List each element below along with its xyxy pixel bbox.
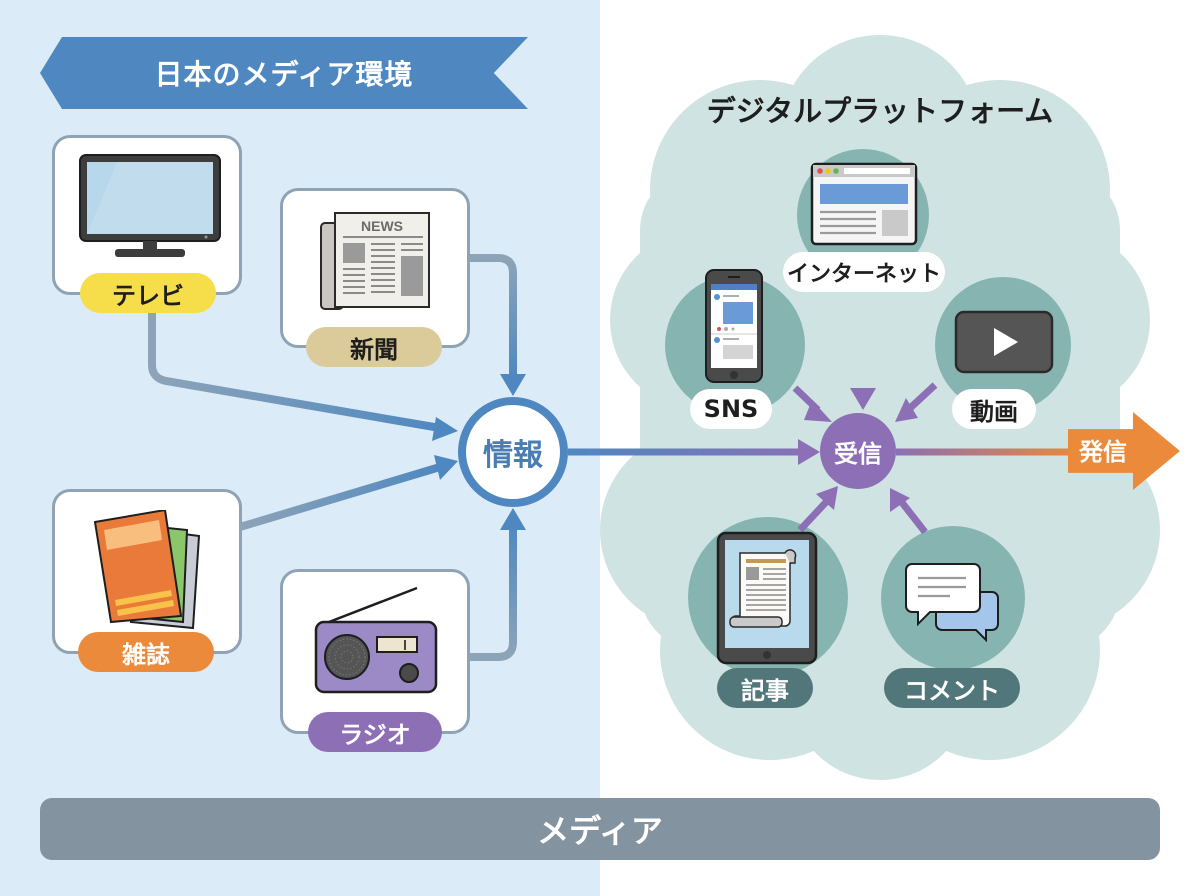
arrowhead-internet: [850, 388, 876, 410]
media-card-newspaper: NEWS: [280, 188, 470, 348]
send-label: 発信: [1079, 438, 1127, 466]
tablet-article-icon: [716, 531, 818, 665]
digital-platform-title: デジタルプラットフォーム: [706, 94, 1054, 128]
arrowhead-video: [895, 398, 918, 422]
footer-media-label: メディア: [537, 812, 663, 850]
browser-window-icon: [810, 162, 918, 246]
arrowhead-article: [816, 486, 838, 510]
newspaper-icon-text: NEWS: [361, 218, 403, 234]
receive-node-label: 受信: [834, 439, 882, 468]
platform-label-sns-text: SNS: [703, 395, 759, 423]
tv-icon: [79, 154, 221, 257]
arrowhead-magazine: [434, 455, 458, 480]
information-hub: 情報: [458, 397, 568, 507]
platform-label-comment: コメント: [884, 668, 1020, 708]
connector-article: [797, 497, 831, 533]
platform-label-internet-text: インターネット: [786, 262, 941, 287]
platform-label-article: 記事: [717, 668, 813, 708]
media-label-tv-text: テレビ: [112, 281, 184, 310]
platform-label-video-text: 動画: [970, 397, 1018, 426]
media-label-magazine: 雑誌: [78, 632, 214, 672]
connector-radio: [468, 525, 517, 661]
page-title: 日本のメディア環境: [40, 37, 528, 109]
radio-icon: [314, 586, 438, 694]
arrowhead-hub-receive: [798, 439, 820, 465]
arrowhead-comment: [890, 488, 910, 512]
media-label-radio-text: ラジオ: [339, 720, 411, 749]
chat-bubbles-icon: [905, 563, 999, 642]
media-label-tv: テレビ: [80, 273, 216, 313]
media-card-tv: [52, 135, 242, 295]
video-play-icon: [954, 310, 1054, 374]
connector-tv: [148, 300, 441, 432]
receive-node: 受信: [820, 413, 896, 489]
connector-comment: [897, 497, 928, 535]
platform-label-internet: インターネット: [783, 252, 945, 292]
information-hub-label: 情報: [483, 438, 543, 473]
platform-label-article-text: 記事: [741, 676, 789, 705]
media-card-radio: [280, 569, 470, 734]
media-label-newspaper-text: 新聞: [350, 335, 398, 364]
magazine-icon: [93, 510, 201, 630]
platform-label-video: 動画: [952, 389, 1036, 429]
newspaper-icon: NEWS: [320, 212, 430, 310]
media-label-radio: ラジオ: [308, 712, 442, 752]
arrowhead-sns: [804, 400, 832, 422]
media-label-newspaper: 新聞: [306, 327, 442, 367]
connector-video: [905, 382, 938, 413]
platform-label-sns: SNS: [690, 389, 772, 429]
connector-newspaper: [470, 254, 517, 378]
arrowhead-tv: [432, 417, 458, 441]
footer-media-bar: メディア: [40, 798, 1160, 860]
media-label-magazine-text: 雑誌: [122, 640, 170, 669]
cloud-shape: [600, 35, 1160, 780]
media-card-magazine: [52, 489, 242, 654]
arrowhead-radio: [500, 508, 526, 530]
platform-label-comment-text: コメント: [904, 676, 1000, 705]
smartphone-icon: [705, 269, 763, 383]
arrowhead-newspaper: [500, 374, 526, 396]
connector-magazine: [238, 463, 442, 531]
